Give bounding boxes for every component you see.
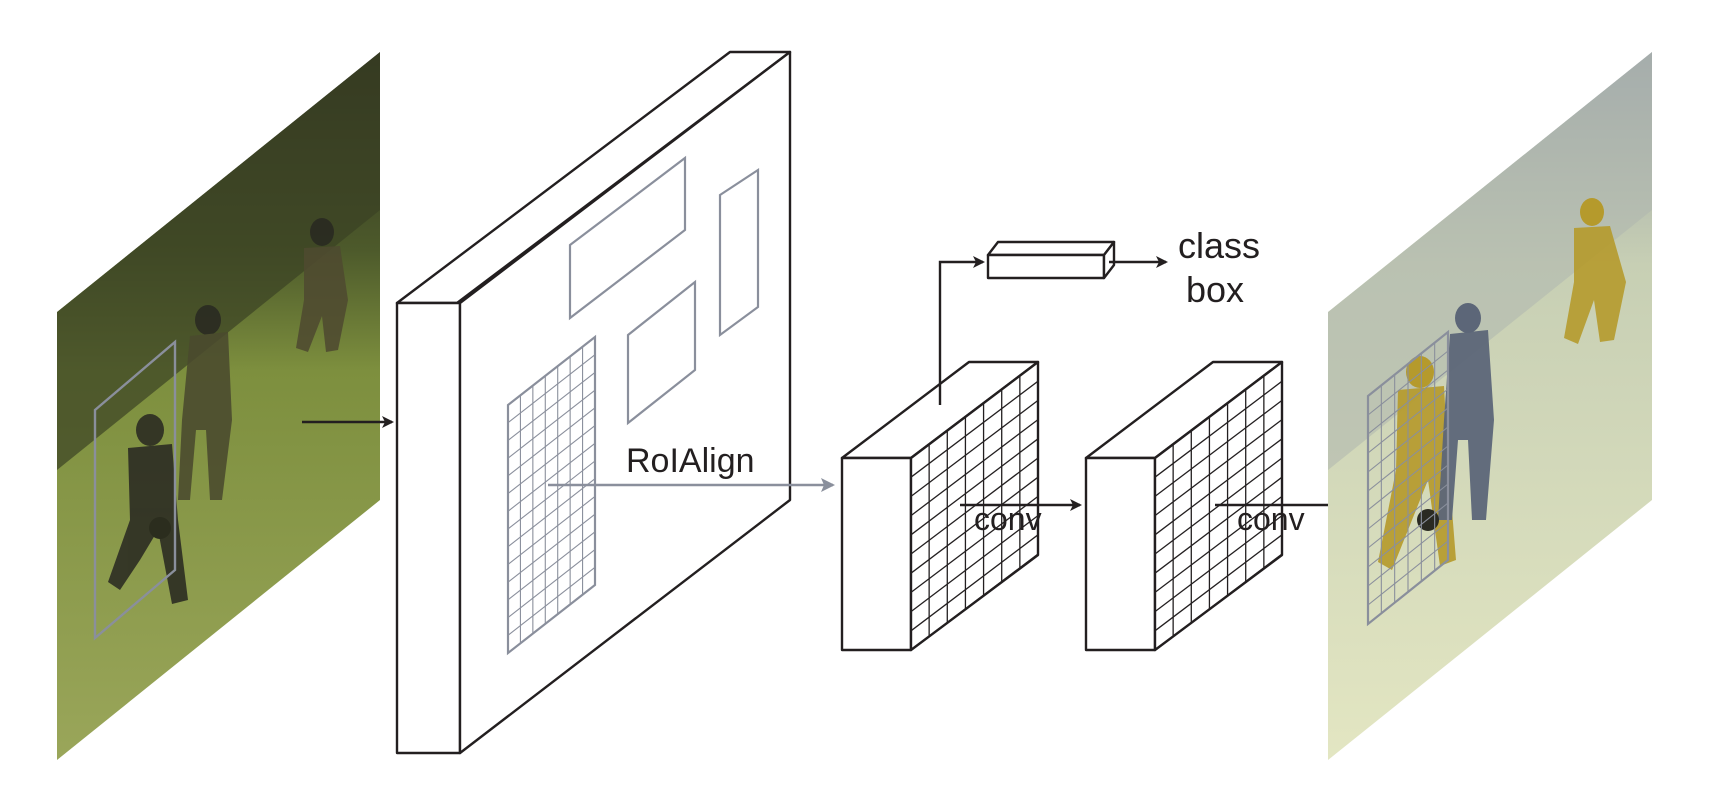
- segmentation-masks: [1378, 198, 1626, 570]
- grid-line: [1154, 419, 1283, 517]
- conv-label-2: conv: [1237, 501, 1305, 537]
- grid-line: [1367, 464, 1449, 530]
- grid-line: [1367, 559, 1449, 625]
- grid-line: [1154, 361, 1283, 459]
- head-feature-block-2: [1084, 360, 1284, 652]
- roi-proposal-2: [718, 167, 760, 338]
- grid-line: [910, 380, 1039, 478]
- grid-line: [1367, 521, 1449, 587]
- class-label: class: [1178, 225, 1260, 266]
- grid-line: [910, 419, 1039, 517]
- grid-line: [1367, 502, 1449, 568]
- grid-line: [507, 495, 596, 565]
- output-photo-panel: [1328, 52, 1652, 760]
- grid-line: [507, 584, 596, 654]
- grid-line: [1367, 445, 1449, 511]
- grid-line: [1154, 553, 1283, 651]
- grid-line: [507, 460, 596, 530]
- grid-line: [910, 438, 1039, 536]
- grid-line: [1367, 331, 1449, 397]
- backbone-feature-map: [395, 50, 792, 755]
- grid-line: [1154, 476, 1283, 574]
- grid-line: [910, 553, 1039, 651]
- grid-line: [1367, 483, 1449, 549]
- box-label: box: [1186, 269, 1244, 310]
- arrow-block1-to-fc: [938, 256, 985, 405]
- grid-line: [507, 389, 596, 459]
- grid-line: [910, 399, 1039, 497]
- mask-grid-overlay: [1366, 329, 1450, 627]
- grid-line: [507, 425, 596, 495]
- player-silhouettes: [108, 218, 348, 604]
- grid-line: [1367, 426, 1449, 492]
- grid-line: [1154, 438, 1283, 536]
- grid-line: [1367, 540, 1449, 606]
- conv-label-1: conv: [974, 501, 1042, 537]
- grid-line: [507, 371, 596, 441]
- grid-line: [910, 515, 1039, 613]
- roi-box-input: [93, 339, 177, 641]
- grid-line: [1154, 534, 1283, 632]
- roi-proposal-3: [626, 279, 697, 426]
- grid-line: [1154, 399, 1283, 497]
- grid-line: [1367, 388, 1449, 454]
- grid-line: [1154, 515, 1283, 613]
- grid-line: [507, 478, 596, 548]
- input-photo-panel: [57, 52, 380, 760]
- fc-layer-box: [986, 240, 1116, 280]
- roi-proposal-1: [568, 155, 687, 321]
- grid-line: [910, 361, 1039, 459]
- grid-line: [507, 354, 596, 424]
- grid-line: [910, 534, 1039, 632]
- grid-line: [507, 513, 596, 583]
- grid-line: [507, 407, 596, 477]
- grid-line: [507, 549, 596, 619]
- grid-line: [1367, 350, 1449, 416]
- roi-grid: [506, 334, 597, 656]
- grid-line: [1367, 407, 1449, 473]
- grid-line: [507, 531, 596, 601]
- grid-line: [507, 442, 596, 512]
- grid-line: [1367, 369, 1449, 435]
- grid-line: [910, 476, 1039, 574]
- grid-line: [507, 566, 596, 636]
- roialign-label: RoIAlign: [626, 442, 755, 480]
- grid-line: [1154, 380, 1283, 478]
- grid-line: [910, 495, 1039, 593]
- grid-line: [507, 336, 596, 406]
- grid-line: [1154, 495, 1283, 593]
